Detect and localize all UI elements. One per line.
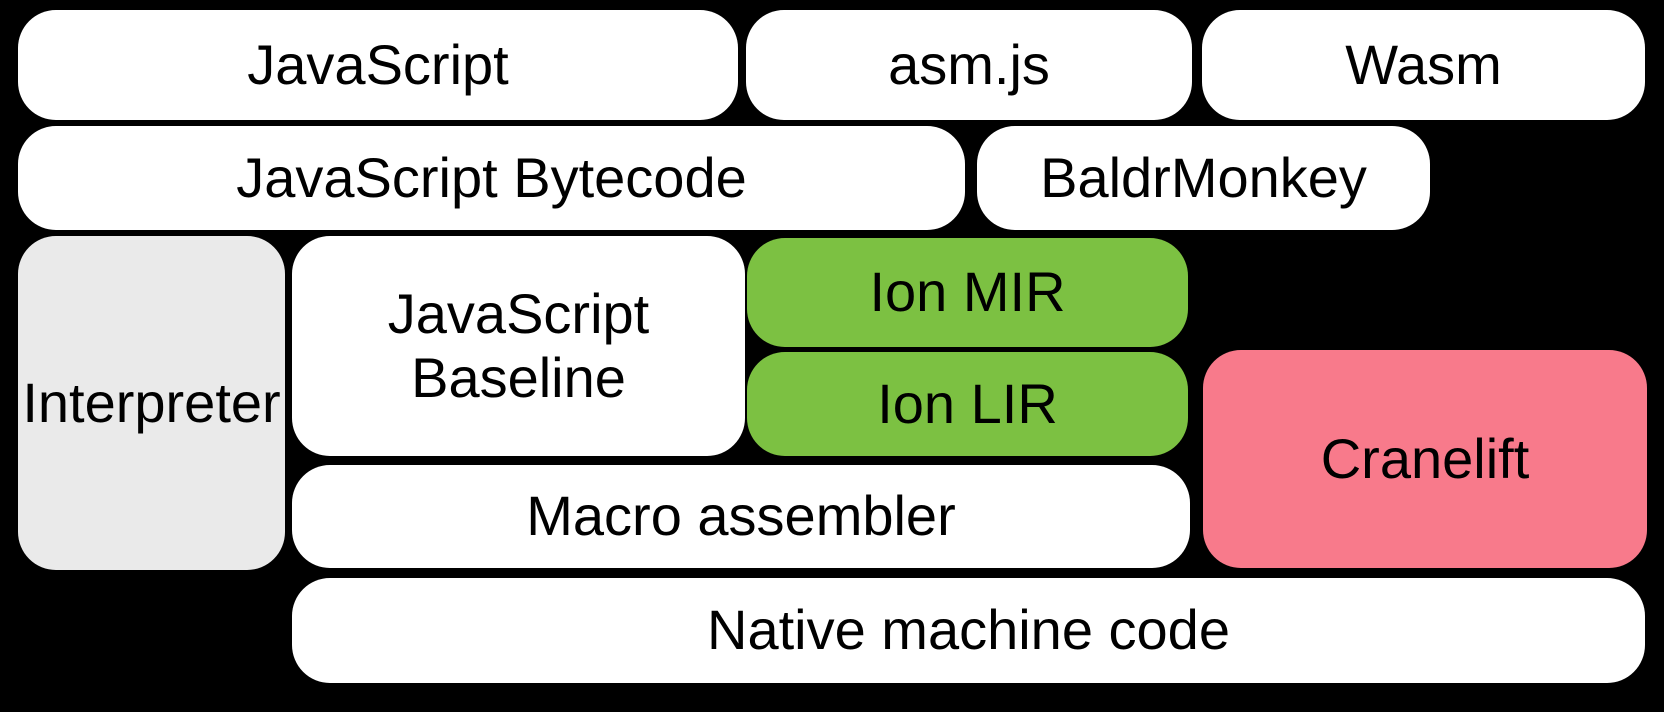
box-native-machine-code-label: Native machine code [707, 598, 1230, 662]
box-interpreter-label: Interpreter [22, 370, 281, 434]
box-ion-lir-label: Ion LIR [877, 371, 1058, 435]
box-native-machine-code: Native machine code [292, 578, 1645, 683]
box-baldrmonkey: BaldrMonkey [977, 126, 1430, 230]
box-asmjs: asm.js [746, 10, 1192, 120]
box-interpreter: Interpreter [18, 236, 285, 570]
box-macro-assembler: Macro assembler [292, 465, 1190, 568]
box-ion-mir: Ion MIR [747, 238, 1188, 347]
box-javascript-baseline-label: JavaScript Baseline [387, 281, 650, 409]
box-cranelift-label: Cranelift [1320, 426, 1530, 490]
box-asmjs-label: asm.js [888, 32, 1050, 96]
box-javascript-bytecode-label: JavaScript Bytecode [236, 145, 747, 209]
box-baldrmonkey-label: BaldrMonkey [1040, 145, 1367, 209]
box-wasm-label: Wasm [1345, 32, 1502, 96]
box-javascript: JavaScript [18, 10, 738, 120]
box-ion-mir-label: Ion MIR [869, 260, 1066, 324]
box-javascript-label: JavaScript [247, 32, 509, 96]
box-cranelift: Cranelift [1203, 350, 1647, 568]
box-javascript-baseline: JavaScript Baseline [292, 236, 745, 456]
box-wasm: Wasm [1202, 10, 1645, 120]
box-ion-lir: Ion LIR [747, 352, 1188, 456]
box-macro-assembler-label: Macro assembler [526, 484, 956, 548]
box-javascript-bytecode: JavaScript Bytecode [18, 126, 965, 230]
